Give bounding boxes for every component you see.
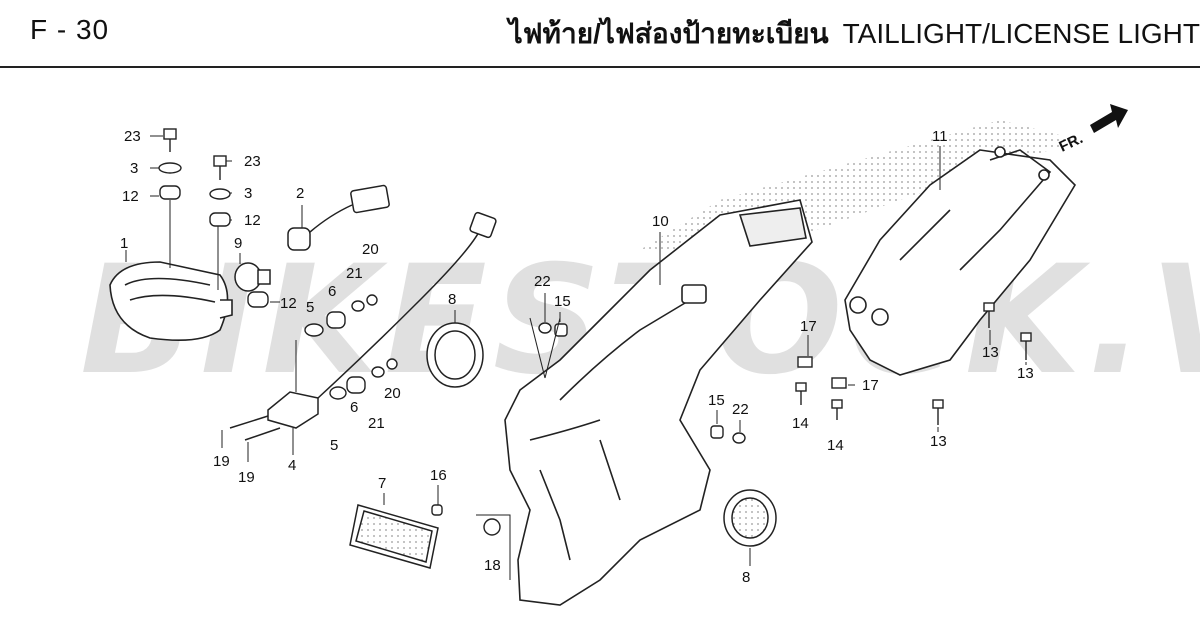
callout-5: 5 bbox=[330, 437, 338, 454]
title-english: TAILLIGHT/LICENSE LIGHT bbox=[842, 18, 1200, 49]
callout-22: 22 bbox=[732, 401, 749, 418]
callout-16: 16 bbox=[430, 467, 447, 484]
callout-19: 19 bbox=[238, 469, 255, 486]
rubber-cap[interactable] bbox=[426, 322, 777, 547]
callout-6: 6 bbox=[350, 399, 358, 416]
callout-12: 12 bbox=[122, 188, 139, 205]
callout-22: 22 bbox=[534, 273, 551, 290]
callout-15: 15 bbox=[708, 392, 725, 409]
page-header: F - 30 ไฟท้าย/ไฟส่องป้ายทะเบียน TAILLIGHT… bbox=[0, 0, 1200, 68]
callout-11: 11 bbox=[932, 128, 948, 145]
callout-5: 5 bbox=[306, 299, 314, 316]
callout-17: 17 bbox=[862, 377, 879, 394]
callout-19: 19 bbox=[213, 453, 230, 470]
callout-20: 20 bbox=[362, 241, 379, 258]
callout-8: 8 bbox=[742, 569, 750, 586]
callout-17: 17 bbox=[800, 318, 817, 335]
diagram-code: F - 30 bbox=[30, 14, 110, 45]
callout-21: 21 bbox=[368, 415, 385, 432]
bulb-socket[interactable] bbox=[287, 184, 390, 251]
callout-14: 14 bbox=[792, 415, 809, 432]
callout-12: 12 bbox=[244, 212, 261, 229]
callout-8: 8 bbox=[448, 291, 456, 308]
callout-10: 10 bbox=[652, 213, 669, 230]
callout-13: 13 bbox=[982, 344, 999, 361]
callout-1: 1 bbox=[120, 235, 128, 252]
title-thai: ไฟท้าย/ไฟส่องป้ายทะเบียน bbox=[508, 18, 829, 49]
callout-9: 9 bbox=[234, 235, 242, 252]
taillight-assembly[interactable] bbox=[109, 261, 233, 342]
callout-23: 23 bbox=[124, 128, 141, 145]
callout-23: 23 bbox=[244, 153, 261, 170]
callout-3: 3 bbox=[130, 160, 138, 177]
reflector[interactable] bbox=[349, 504, 439, 569]
license-light[interactable] bbox=[229, 211, 497, 441]
bulb[interactable] bbox=[234, 262, 271, 292]
hardware-left bbox=[158, 128, 398, 400]
callout-13: 13 bbox=[930, 433, 947, 450]
callout-21: 21 bbox=[346, 265, 363, 282]
callout-7: 7 bbox=[378, 475, 386, 492]
front-marker: FR. bbox=[1057, 130, 1086, 156]
leader-lines bbox=[125, 135, 1027, 580]
rear-frame-cover[interactable] bbox=[844, 146, 1077, 376]
callout-2: 2 bbox=[296, 185, 304, 202]
callout-4: 4 bbox=[288, 457, 296, 474]
front-direction-arrow: FR. bbox=[1057, 104, 1128, 156]
callout-3: 3 bbox=[244, 185, 252, 202]
callout-13: 13 bbox=[1017, 365, 1034, 382]
diagram-title: ไฟท้าย/ไฟส่องป้ายทะเบียน TAILLIGHT/LICENS… bbox=[509, 12, 1200, 56]
callout-20: 20 bbox=[384, 385, 401, 402]
callout-12: 12 bbox=[280, 295, 297, 312]
callout-18: 18 bbox=[484, 557, 501, 574]
callout-6: 6 bbox=[328, 283, 336, 300]
callout-15: 15 bbox=[554, 293, 571, 310]
callout-labels: 23 3 12 1 23 3 12 9 2 12 5 6 21 20 5 6 2… bbox=[120, 128, 1034, 586]
callout-14: 14 bbox=[827, 437, 844, 454]
